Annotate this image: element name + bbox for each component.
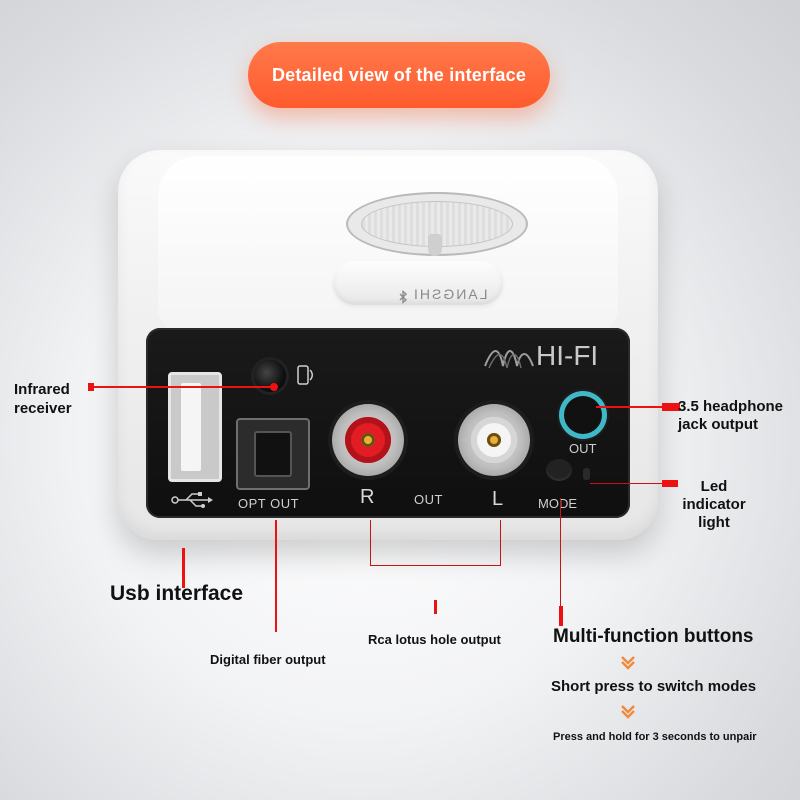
banner-title: Detailed view of the interface xyxy=(271,64,527,85)
fiber-callout-line xyxy=(275,520,277,632)
led-callout-line xyxy=(590,483,670,484)
top-oval-button[interactable] xyxy=(333,261,503,305)
led-callout-stub xyxy=(662,480,678,487)
brand-wordmark: LANGSHI xyxy=(412,286,488,302)
rca-callout-left xyxy=(370,520,371,565)
infrared-callout-stub xyxy=(88,383,94,391)
infrared-icon xyxy=(297,365,313,385)
rca-left-label: L xyxy=(492,488,504,510)
headphone-callout-stub xyxy=(662,403,680,411)
mode-callout-line xyxy=(560,498,561,608)
fiber-caption: Digital fiber output xyxy=(210,652,326,667)
rca-right-label: R xyxy=(360,486,375,508)
rca-callout-right xyxy=(500,520,501,565)
mode-callout-stub xyxy=(559,606,563,626)
rca-caption: Rca lotus hole output xyxy=(368,632,501,647)
usb-caption: Usb interface xyxy=(110,582,244,605)
rca-callout-bar xyxy=(370,565,501,566)
brand-emblem xyxy=(346,192,528,256)
led-caption: Led indicator light xyxy=(682,478,746,531)
usb-callout-line xyxy=(182,548,185,588)
io-panel: HI-FI OPT OUT R OUT L OUT MODE xyxy=(146,328,630,518)
rca-left-jack[interactable] xyxy=(458,404,530,476)
headphone-out-label: OUT xyxy=(569,441,597,456)
emblem-stem xyxy=(428,234,442,256)
bluetooth-icon xyxy=(399,290,408,304)
mode-label: MODE xyxy=(538,496,577,511)
optical-port[interactable] xyxy=(236,418,310,490)
rca-callout-stub xyxy=(434,600,437,614)
opt-out-label: OPT OUT xyxy=(238,496,300,511)
rca-out-label: OUT xyxy=(414,492,443,507)
headphone-jack[interactable] xyxy=(564,396,602,434)
title-banner: Detailed view of the interface xyxy=(248,42,550,108)
headphone-caption: 3.5 headphone jack output xyxy=(678,398,784,433)
infrared-caption: Infrared receiver xyxy=(14,381,72,417)
hifi-wave-icon xyxy=(484,350,534,369)
long-press-caption: Press and hold for 3 seconds to unpair xyxy=(553,731,757,743)
usb-port[interactable] xyxy=(168,372,222,482)
short-press-caption: Short press to switch modes xyxy=(551,678,757,695)
usb-icon xyxy=(171,492,213,508)
device-top xyxy=(158,156,618,331)
hifi-logo-text: HI-FI xyxy=(536,340,599,371)
infrared-callout-line xyxy=(88,386,274,388)
down-arrow-icon xyxy=(621,656,635,670)
led-indicator xyxy=(583,468,590,480)
mode-button[interactable] xyxy=(546,459,572,481)
down-arrow-icon xyxy=(621,705,635,719)
infrared-callout-dot xyxy=(270,383,278,391)
multifunction-caption: Multi-function buttons xyxy=(553,626,754,647)
headphone-callout-line xyxy=(596,406,678,408)
rca-right-jack[interactable] xyxy=(332,404,404,476)
